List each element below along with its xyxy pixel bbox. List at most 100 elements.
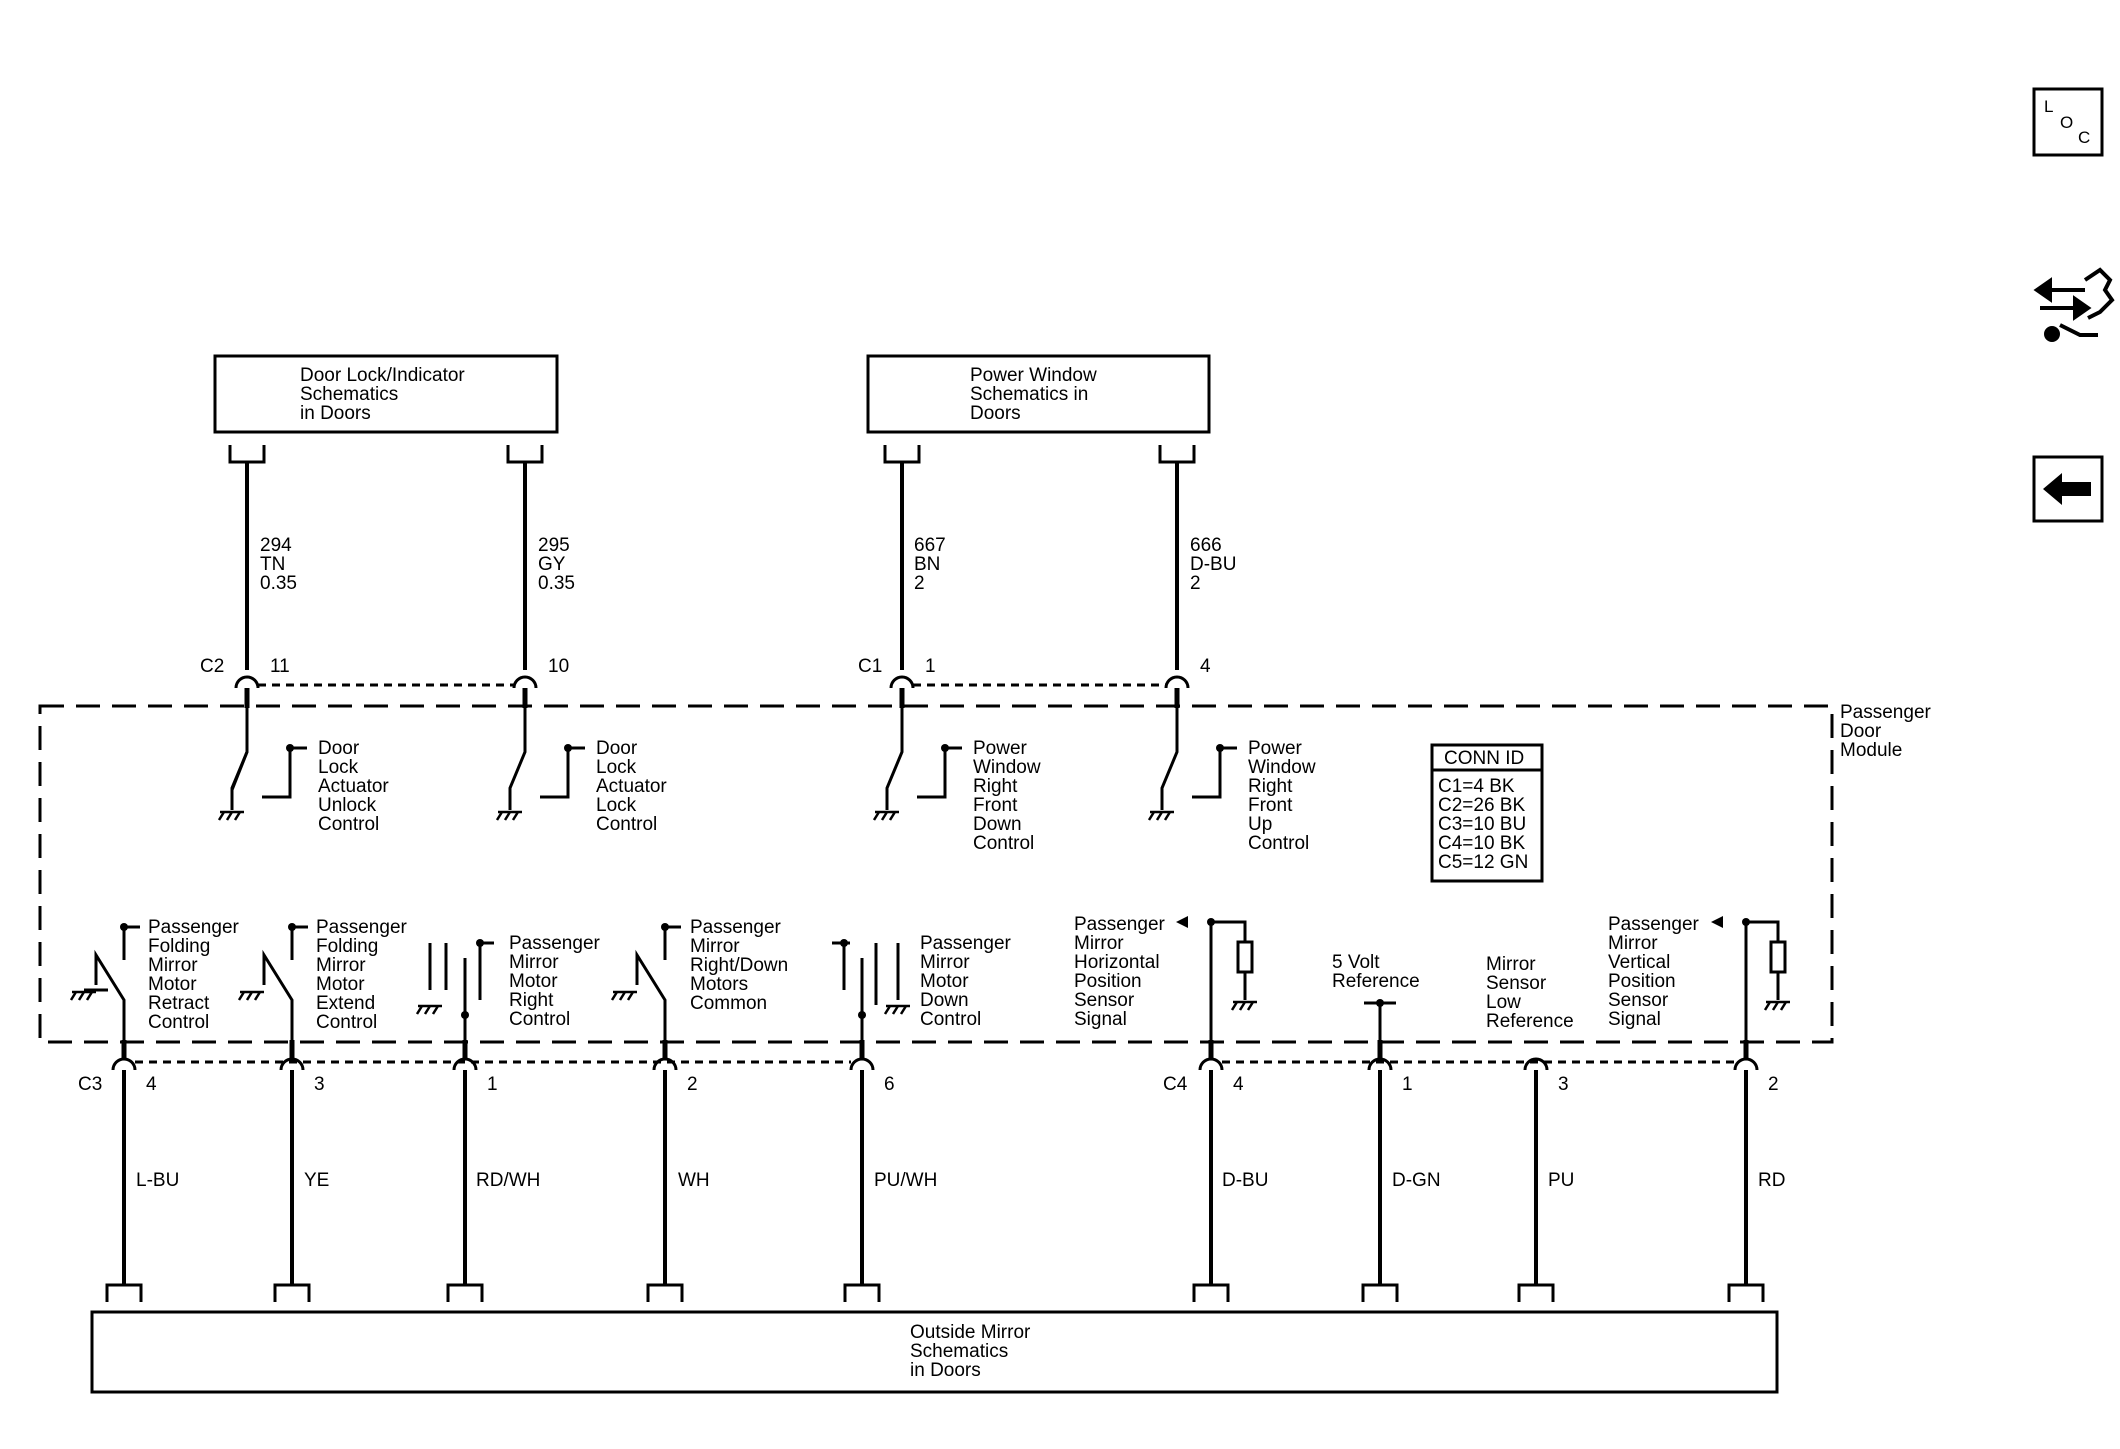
bottom-terminals xyxy=(105,1283,1765,1302)
sw2-line-2: Lock xyxy=(596,757,637,778)
sw4-line-1: Power xyxy=(1248,738,1303,759)
extend-line-6: Control xyxy=(316,1012,377,1033)
sw4-line-5: Up xyxy=(1248,814,1272,835)
conn-id-row-3: C3=10 BU xyxy=(1438,814,1526,835)
sw3-line-5: Down xyxy=(973,814,1022,835)
right-ctrl-line-1: Passenger xyxy=(509,933,601,954)
horiz-sensor-line-5: Sensor xyxy=(1074,990,1135,1011)
outside-mirror-schematic-box[interactable]: Outside Mirror Schematics in Doors xyxy=(90,1310,1779,1394)
module-name-line-2: Door xyxy=(1840,721,1882,742)
sw2-line-5: Control xyxy=(596,814,657,835)
wire-label-rd: RD xyxy=(1758,1170,1785,1191)
common-line-4: Motors xyxy=(690,974,748,995)
retract-line-3: Mirror xyxy=(148,955,198,976)
extend-line-1: Passenger xyxy=(316,917,408,938)
back-arrow-icon[interactable] xyxy=(2032,455,2104,523)
conn-id-table xyxy=(1430,743,1544,883)
sw1-line-4: Unlock xyxy=(318,795,377,816)
low-ref-line-4: Reference xyxy=(1486,1011,1574,1032)
sw2-line-3: Actuator xyxy=(596,776,667,797)
power-window-box-line-1: Power Window xyxy=(970,365,1097,386)
horiz-sensor-line-2: Mirror xyxy=(1074,933,1124,954)
down-ctrl-line-1: Passenger xyxy=(920,933,1012,954)
down-ctrl-line-2: Mirror xyxy=(920,952,970,973)
right-ctrl-line-4: Right xyxy=(509,990,554,1011)
horiz-sensor-line-4: Position xyxy=(1074,971,1142,992)
c3-pin-3: 3 xyxy=(314,1074,325,1095)
bottom-device-labels: Passenger Folding Mirror Motor Retract C… xyxy=(148,914,1700,1033)
c1-pin-4: 4 xyxy=(1200,656,1211,677)
wire-label-295-color: GY xyxy=(538,554,566,575)
common-line-5: Common xyxy=(690,993,767,1014)
sw2-line-1: Door xyxy=(596,738,638,759)
wire-label-l-bu: L-BU xyxy=(136,1170,179,1191)
top-switch-labels: Door Lock Actuator Unlock Control Door L… xyxy=(318,738,1316,854)
ground-symbols-bottom xyxy=(69,990,1790,1015)
five-volt-line-2: Reference xyxy=(1332,971,1420,992)
c2-pin-10: 10 xyxy=(548,656,569,677)
c1-pin-1: 1 xyxy=(925,656,936,677)
common-line-1: Passenger xyxy=(690,917,782,938)
sw3-line-6: Control xyxy=(973,833,1034,854)
door-lock-schematic-box[interactable]: Door Lock/Indicator Schematics in Doors xyxy=(213,354,559,434)
common-line-3: Right/Down xyxy=(690,955,788,976)
power-window-schematic-box[interactable]: Power Window Schematics in Doors xyxy=(866,354,1211,434)
top-wire-labels: 294 TN 0.35 295 GY 0.35 667 BN 2 666 D-B… xyxy=(260,535,1236,594)
wire-label-d-gn: D-GN xyxy=(1392,1170,1441,1191)
sw3-line-1: Power xyxy=(973,738,1028,759)
top-wires xyxy=(245,462,1179,670)
c4-pin-3: 3 xyxy=(1558,1074,1569,1095)
outside-mirror-box-line-3: in Doors xyxy=(910,1360,981,1381)
five-volt-line-1: 5 Volt xyxy=(1332,952,1380,973)
connector-c2-label: C2 xyxy=(200,656,224,677)
wire-label-666-circuit: 666 xyxy=(1190,535,1222,556)
common-line-2: Mirror xyxy=(690,936,740,957)
door-lock-box-line-2: Schematics xyxy=(300,384,398,405)
bottom-switches xyxy=(84,920,1787,1040)
sw4-line-3: Right xyxy=(1248,776,1293,797)
down-ctrl-line-3: Motor xyxy=(920,971,969,992)
transfer-wrench-icon[interactable] xyxy=(2033,267,2115,342)
vert-sensor-line-6: Signal xyxy=(1608,1009,1661,1030)
vert-sensor-line-1: Passenger xyxy=(1608,914,1700,935)
c4-pin-4: 4 xyxy=(1233,1074,1244,1095)
module-name-line-3: Module xyxy=(1840,740,1902,761)
retract-line-6: Control xyxy=(148,1012,209,1033)
wire-label-294-circuit: 294 xyxy=(260,535,292,556)
sw1-line-5: Control xyxy=(318,814,379,835)
connector-c1-label: C1 xyxy=(858,656,882,677)
horiz-sensor-line-6: Signal xyxy=(1074,1009,1127,1030)
bottom-wires xyxy=(122,1070,1748,1285)
conn-id-row-1: C1=4 BK xyxy=(1438,776,1515,797)
door-lock-box-line-3: in Doors xyxy=(300,403,371,424)
sw3-line-3: Right xyxy=(973,776,1018,797)
bottom-connector-labels: C3 4 3 1 2 6 C4 4 1 3 2 xyxy=(78,1074,1779,1095)
connector-c3-label: C3 xyxy=(78,1074,102,1095)
wire-label-wh: WH xyxy=(678,1170,710,1191)
retract-line-4: Motor xyxy=(148,974,197,995)
module-name-line-1: Passenger xyxy=(1840,702,1932,723)
wire-label-ye: YE xyxy=(304,1170,329,1191)
wire-label-667-color: BN xyxy=(914,554,940,575)
conn-id-row-2: C2=26 BK xyxy=(1438,795,1525,816)
vert-sensor-line-5: Sensor xyxy=(1608,990,1669,1011)
c2-pin-11: 11 xyxy=(270,656,290,677)
c3-pin-2: 2 xyxy=(687,1074,698,1095)
location-icon[interactable]: L O C xyxy=(2032,87,2104,157)
extend-line-5: Extend xyxy=(316,993,375,1014)
wire-label-295-circuit: 295 xyxy=(538,535,570,556)
top-switch-dots xyxy=(286,744,1224,752)
bottom-pin-stubs xyxy=(121,1040,1749,1058)
low-ref-line-3: Low xyxy=(1486,992,1521,1013)
loc-letter-o: O xyxy=(2060,113,2073,132)
down-ctrl-line-4: Down xyxy=(920,990,969,1011)
vert-sensor-line-3: Vertical xyxy=(1608,952,1670,973)
wire-label-666-gauge: 2 xyxy=(1190,573,1201,594)
c3-pin-4: 4 xyxy=(146,1074,157,1095)
wire-label-295-gauge: 0.35 xyxy=(538,573,575,594)
power-window-box-line-3: Doors xyxy=(970,403,1021,424)
sw1-line-2: Lock xyxy=(318,757,359,778)
c3-pin-1: 1 xyxy=(487,1074,498,1095)
ground-symbols-top xyxy=(217,810,1174,821)
sw1-line-3: Actuator xyxy=(318,776,389,797)
